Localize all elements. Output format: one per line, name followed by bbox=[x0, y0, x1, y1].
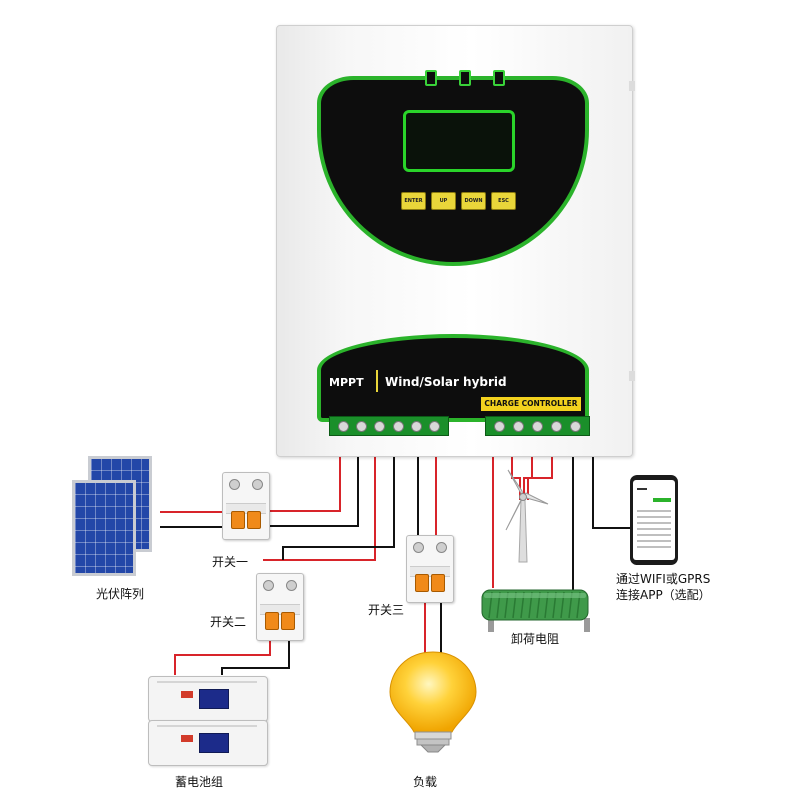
terminal-screw bbox=[355, 420, 367, 432]
wire-sw2-positive bbox=[263, 452, 376, 561]
wire-sw2-negative bbox=[282, 452, 395, 560]
pv-array-label: 光伏阵列 bbox=[96, 587, 145, 601]
wire-batt-negative bbox=[221, 640, 290, 675]
terminal-block-left bbox=[329, 416, 449, 436]
battery-screen bbox=[199, 689, 229, 709]
breaker-handle[interactable] bbox=[431, 574, 445, 592]
side-notch bbox=[629, 81, 635, 91]
breaker-screw bbox=[229, 479, 240, 490]
switch-2-label: 开关二 bbox=[210, 615, 247, 629]
app-label-line-1: 通过WIFI或GPRS bbox=[616, 572, 711, 586]
lcd-screen bbox=[403, 110, 515, 172]
breaker-handle[interactable] bbox=[415, 574, 429, 592]
switch-1-label: 开关一 bbox=[212, 555, 249, 569]
terminal-screw bbox=[337, 420, 349, 432]
badge-label: CHARGE CONTROLLER bbox=[481, 397, 581, 411]
up-button[interactable]: UP bbox=[431, 192, 456, 210]
bulb-icon bbox=[389, 651, 477, 753]
status-led bbox=[459, 70, 471, 86]
status-led bbox=[425, 70, 437, 86]
breaker-screw bbox=[286, 580, 297, 591]
divider bbox=[376, 370, 378, 392]
app-label-line-2: 连接APP（选配） bbox=[616, 588, 711, 602]
brand-logo bbox=[181, 735, 193, 742]
solar-panel bbox=[72, 480, 136, 576]
display-panel: ENTER UP DOWN ESC bbox=[317, 70, 589, 266]
load-label: 负载 bbox=[413, 775, 438, 789]
breaker-handle[interactable] bbox=[231, 511, 245, 529]
battery-bank-label: 蓄电池组 bbox=[175, 775, 224, 789]
status-leds bbox=[425, 70, 505, 86]
terminal-screw bbox=[551, 420, 562, 432]
down-button[interactable]: DOWN bbox=[461, 192, 486, 210]
breaker-handle[interactable] bbox=[265, 612, 279, 630]
switch-3-breaker bbox=[406, 535, 454, 603]
brand-label: MPPT bbox=[329, 376, 364, 389]
breaker-handle[interactable] bbox=[281, 612, 295, 630]
terminal-screw bbox=[374, 420, 386, 432]
terminal-screw bbox=[513, 420, 524, 432]
esc-button[interactable]: ESC bbox=[491, 192, 516, 210]
charge-controller: ENTER UP DOWN ESC MPPT Wind/Solar hybrid… bbox=[276, 25, 635, 457]
enter-button[interactable]: ENTER bbox=[401, 192, 426, 210]
control-buttons: ENTER UP DOWN ESC bbox=[401, 192, 516, 210]
switch-1-breaker bbox=[222, 472, 270, 540]
breaker-screw bbox=[436, 542, 447, 553]
wire-comm bbox=[592, 452, 630, 529]
switch-2-breaker bbox=[256, 573, 304, 641]
wire-sw1-negative bbox=[267, 452, 359, 527]
terminal-screw bbox=[532, 420, 543, 432]
breaker-screw bbox=[263, 580, 274, 591]
product-label: Wind/Solar hybrid bbox=[385, 375, 507, 389]
terminal-screw bbox=[494, 420, 505, 432]
breaker-handle[interactable] bbox=[247, 511, 261, 529]
wire-sw1-positive bbox=[267, 452, 341, 512]
breaker-screw bbox=[252, 479, 263, 490]
terminal-screw bbox=[429, 420, 441, 432]
side-notch bbox=[629, 371, 635, 381]
terminal-screw bbox=[410, 420, 422, 432]
terminal-block-right bbox=[485, 416, 590, 436]
wind-turbine-icon bbox=[505, 469, 549, 563]
battery-module bbox=[148, 720, 268, 766]
terminal-screw bbox=[570, 420, 581, 432]
wire-batt-positive bbox=[174, 640, 271, 675]
wire-wind-3 bbox=[527, 452, 553, 500]
resistor-icon bbox=[481, 589, 590, 632]
breaker-screw bbox=[413, 542, 424, 553]
label-panel: MPPT Wind/Solar hybrid CHARGE CONTROLLER bbox=[317, 334, 589, 422]
battery-screen bbox=[199, 733, 229, 753]
dump-resistor-label: 卸荷电阻 bbox=[511, 632, 560, 646]
terminal-screw bbox=[392, 420, 404, 432]
brand-logo bbox=[181, 691, 193, 698]
smartphone-icon bbox=[630, 475, 678, 565]
wire-wind-1 bbox=[511, 452, 521, 500]
battery-module bbox=[148, 676, 268, 722]
status-led bbox=[493, 70, 505, 86]
switch-3-label: 开关三 bbox=[368, 603, 405, 617]
